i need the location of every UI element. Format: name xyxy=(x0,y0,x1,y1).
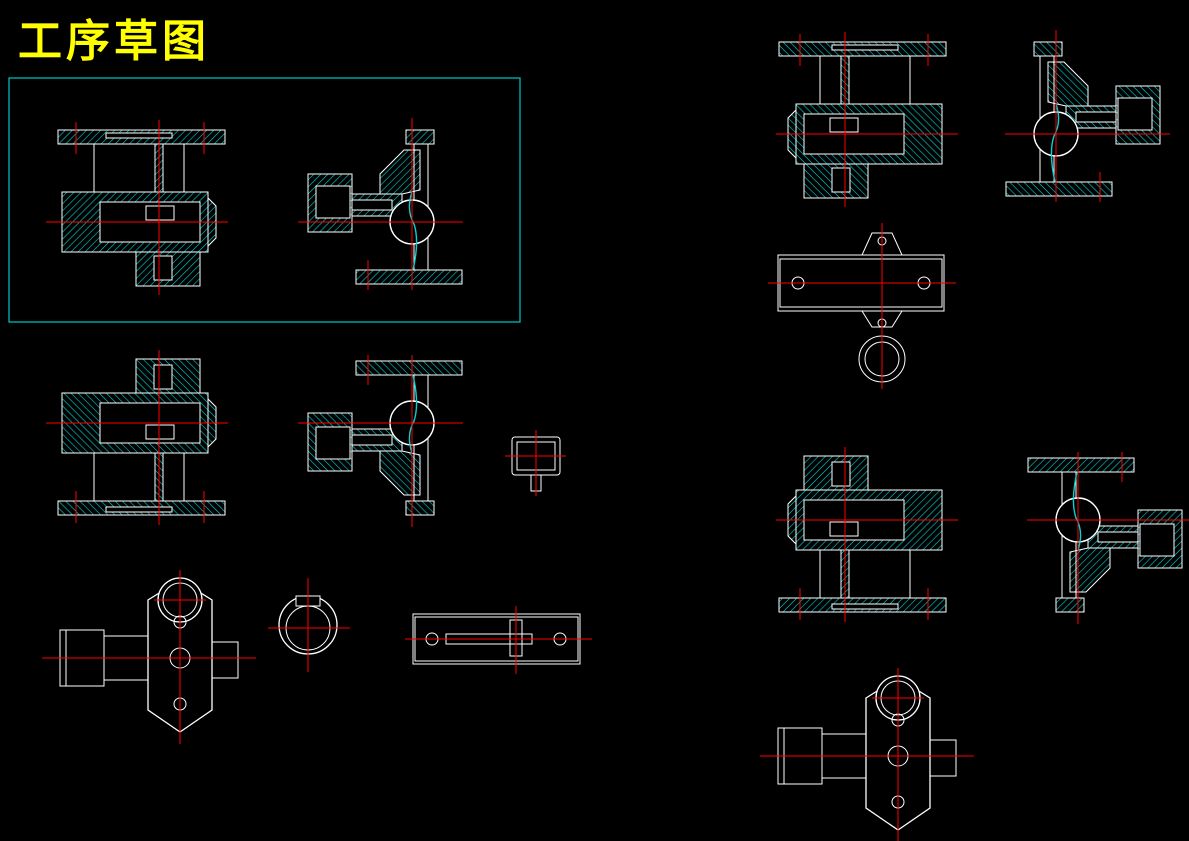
drawing-title: 工序草图 xyxy=(18,16,210,67)
selection-frame xyxy=(8,77,521,323)
section-view-side xyxy=(297,117,464,291)
section-view-front-right xyxy=(775,31,959,208)
section-view-side-right xyxy=(1004,29,1171,203)
square-insert-detail xyxy=(505,430,566,496)
section-view-side-right-flipped xyxy=(1026,451,1189,625)
section-view-side-flipped xyxy=(297,354,464,528)
slotted-plate-detail xyxy=(405,606,592,674)
section-view-front xyxy=(45,119,229,296)
section-view-front-right-flipped xyxy=(775,446,959,623)
plan-view-left xyxy=(41,569,257,745)
flange-plan-view xyxy=(767,222,957,390)
plan-view-right xyxy=(759,667,975,841)
keyed-ring-detail xyxy=(268,578,350,672)
section-view-front-flipped xyxy=(45,349,229,526)
